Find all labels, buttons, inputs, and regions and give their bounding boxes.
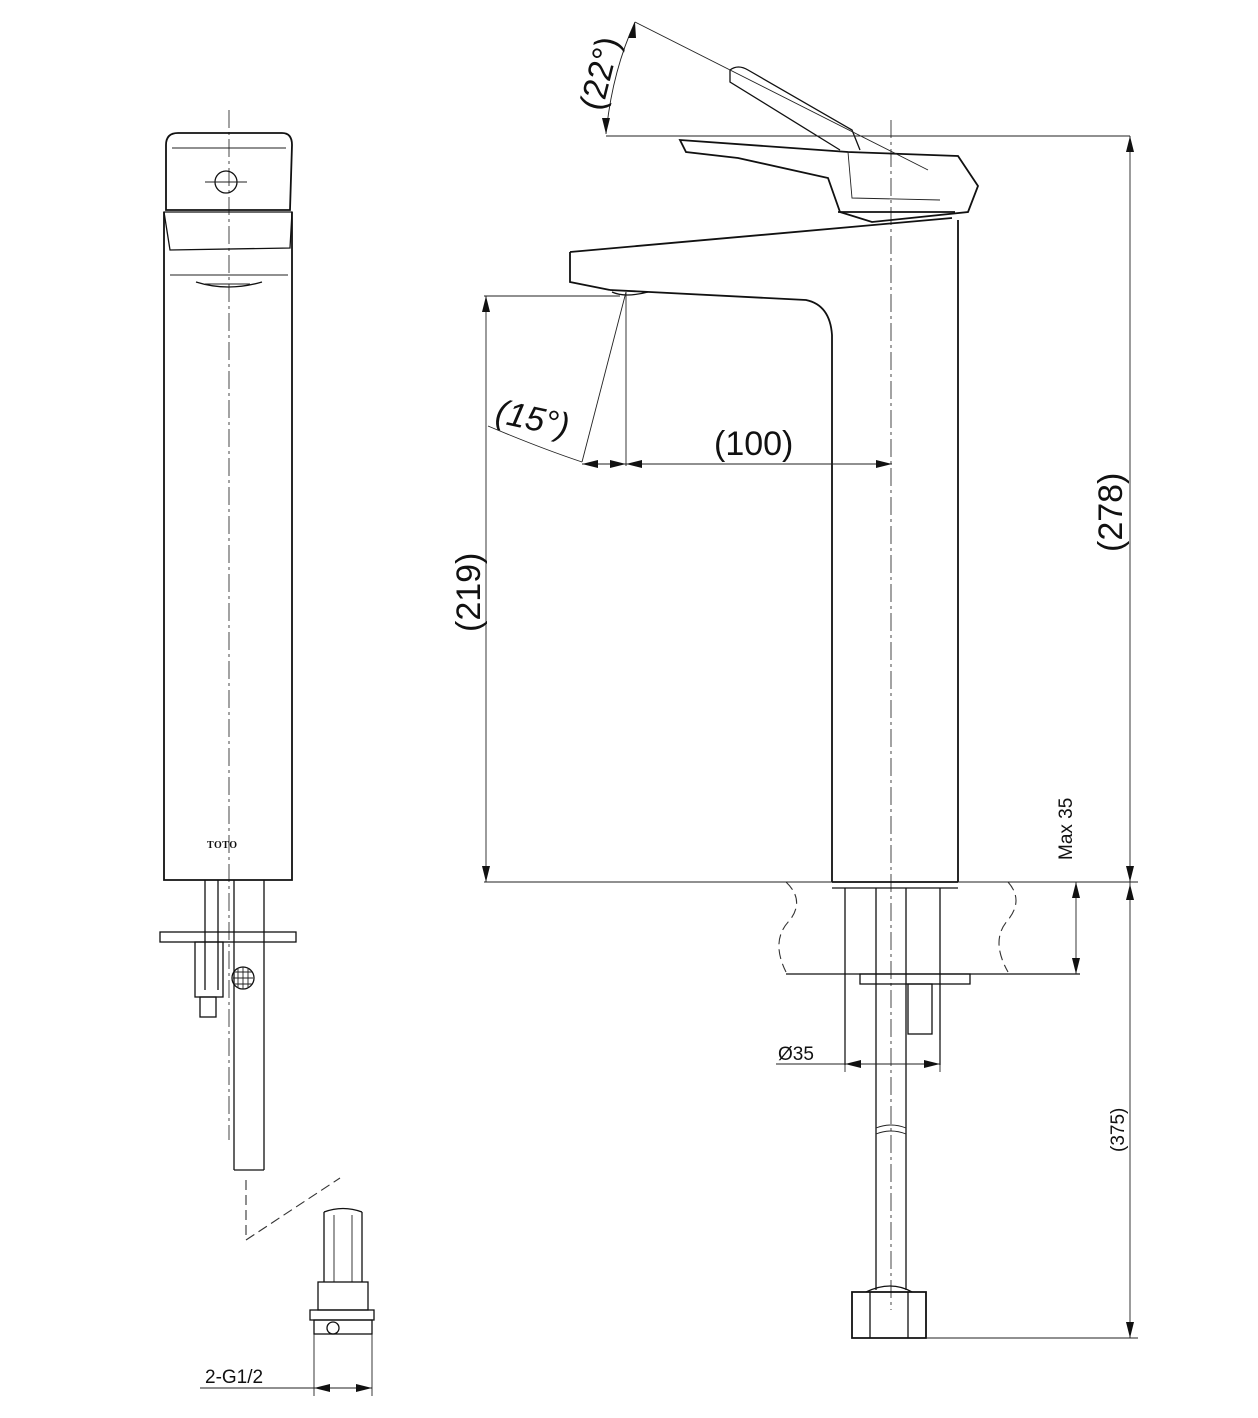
brand-mark: TOTO <box>207 840 238 851</box>
dim-spout-angle-label: (15°) <box>492 393 572 446</box>
dim-spout-height-label: (219) <box>450 553 488 632</box>
dim-hole-diameter-label: Ø35 <box>778 1044 814 1065</box>
dim-connection-label: 2-G1/2 <box>205 1367 263 1388</box>
front-view: TOTO 2-G1/2 <box>159 110 375 1396</box>
dim-hose-length-label: (375) <box>1108 1108 1129 1152</box>
dim-total-height-label: (278) <box>1092 473 1130 552</box>
dim-handle-angle-label: (22°) <box>573 33 628 114</box>
dim-max-deck-label: Max 35 <box>1056 798 1077 860</box>
dim-spout-reach-label: (100) <box>714 425 793 463</box>
side-view: (22°) (15°) (100) (219) (278) Max 35 <box>450 21 1138 1339</box>
